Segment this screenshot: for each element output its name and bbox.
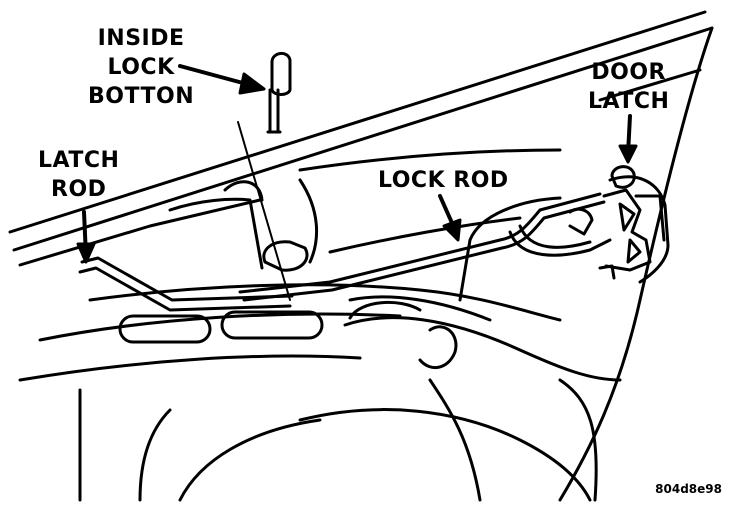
door-latch-mechanism <box>568 165 666 280</box>
latch-rod-label: LATCH ROD <box>38 146 119 204</box>
inner-panel-contours <box>18 148 622 502</box>
latch-rod-line-1: LATCH <box>38 148 120 173</box>
inside-lock-button-label: INSIDE LOCK BOTTON <box>88 24 194 111</box>
latch-rod-line-2: ROD <box>51 177 107 202</box>
latch-rod <box>78 256 294 312</box>
inside-lock-line-3: BOTTON <box>88 84 195 109</box>
door-frame-lines <box>8 10 714 267</box>
lock-rod <box>238 192 612 302</box>
inside-lock-line-2: LOCK <box>107 55 175 80</box>
figure-code: 804d8e98 <box>655 482 722 496</box>
door-latch-line-2: LATCH <box>588 89 670 114</box>
door-pockets <box>118 240 422 344</box>
lock-rod-label: LOCK ROD <box>378 166 509 195</box>
lock-rod-text: LOCK ROD <box>378 168 509 193</box>
door-latch-line-1: DOOR <box>591 60 666 85</box>
door-latch-label: DOOR LATCH <box>588 58 669 116</box>
inside-lock-line-1: INSIDE <box>97 26 185 51</box>
leader-arrows <box>76 64 638 264</box>
inside-lock-button <box>237 52 292 301</box>
